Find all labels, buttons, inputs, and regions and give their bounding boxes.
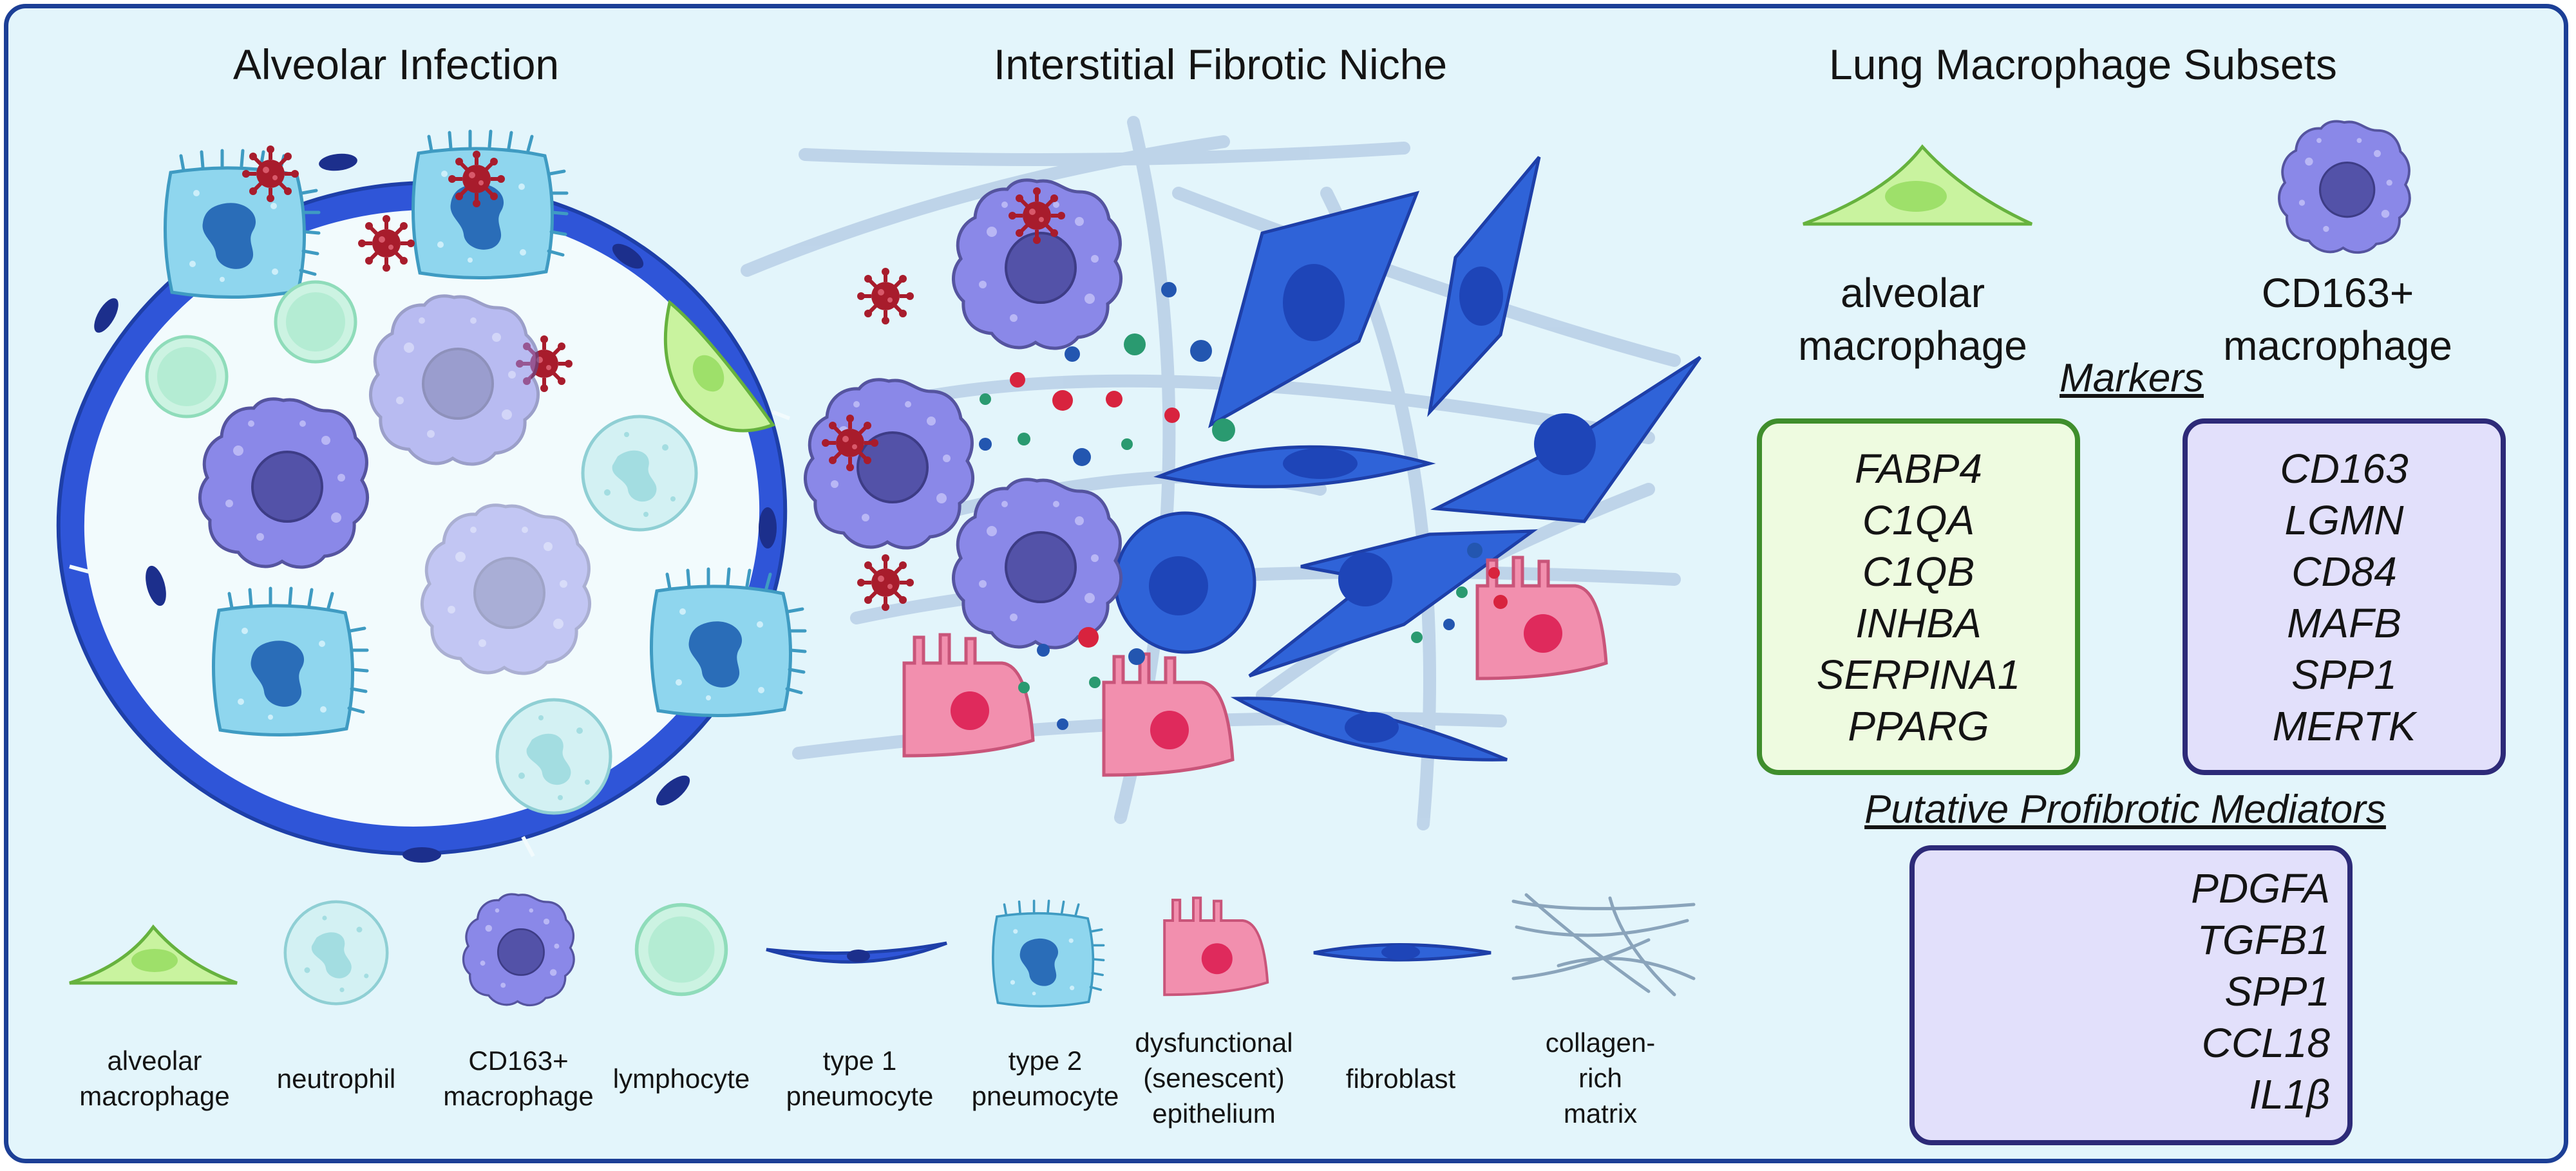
legend-label-collagen-matrix: collagen- rich matrix	[1545, 1027, 1656, 1129]
marker-gene: MAFB	[2287, 600, 2401, 646]
marker-gene: FABP4	[1855, 445, 1982, 492]
mediator-gene: TGFB1	[2197, 917, 2330, 963]
marker-gene: CD163	[2280, 445, 2409, 492]
alveolar-infection-title: Alveolar Infection	[232, 41, 560, 88]
alveolar-markers-list: FABP4 C1QA C1QB INHBA SERPINA1 PPARG	[1757, 443, 2080, 752]
interstitial-niche-title: Interstitial Fibrotic Niche	[993, 41, 1448, 88]
mediators-heading: Putative Profibrotic Mediators	[1864, 787, 2386, 832]
legend-label-fibroblast: fibroblast	[1345, 1063, 1456, 1094]
legend-label-senescent-epithelium: dysfunctional (senescent) epithelium	[1135, 1027, 1293, 1129]
mediator-gene: CCL18	[2201, 1020, 2330, 1066]
mediators-list: PDGFA TGFB1 SPP1 CCL18 IL1β	[2151, 863, 2330, 1120]
marker-gene: C1QA	[1862, 497, 1975, 543]
lung-macrophage-subsets-title: Lung Macrophage Subsets	[1829, 41, 2337, 88]
legend-label-type1-pneumocyte: type 1 pneumocyte	[786, 1045, 934, 1111]
legend-label-lymphocyte: lymphocyte	[612, 1063, 750, 1094]
subset-icons	[1803, 120, 2411, 254]
mediators-box	[1909, 845, 2353, 1145]
marker-gene: LGMN	[2284, 497, 2404, 543]
mediator-gene: IL1β	[2249, 1071, 2330, 1118]
marker-gene: PPARG	[1848, 703, 1989, 749]
interstitial-niche	[741, 116, 1702, 830]
legend-label-neutrophil: neutrophil	[276, 1063, 396, 1094]
legend-label-type2-pneumocyte: type 2 pneumocyte	[971, 1045, 1119, 1111]
alveolar-macrophage-subset-label: alveolar macrophage	[1798, 270, 2027, 369]
marker-gene: SPP1	[2291, 651, 2397, 698]
alveolar-markers-box	[1757, 418, 2080, 775]
marker-gene: C1QB	[1862, 548, 1975, 595]
legend-icons	[69, 893, 1696, 1007]
marker-gene: SERPINA1	[1816, 651, 2021, 698]
marker-gene: MERTK	[2272, 703, 2416, 749]
cd163-markers-list: CD163 LGMN CD84 MAFB SPP1 MERTK	[2183, 443, 2506, 752]
cd163-macrophage-subset-label: CD163+ macrophage	[2223, 270, 2452, 369]
cd163-markers-box	[2183, 418, 2506, 775]
markers-heading: Markers	[2060, 356, 2204, 400]
legend-label-alveolar-macrophage: alveolar macrophage	[79, 1045, 230, 1111]
legend-label-cd163-macrophage: CD163+ macrophage	[443, 1045, 594, 1111]
mediator-gene: PDGFA	[2191, 865, 2330, 912]
mediator-gene: SPP1	[2224, 968, 2330, 1015]
marker-gene: CD84	[2291, 548, 2397, 595]
marker-gene: INHBA	[1855, 600, 1982, 646]
alveolus	[56, 131, 829, 863]
